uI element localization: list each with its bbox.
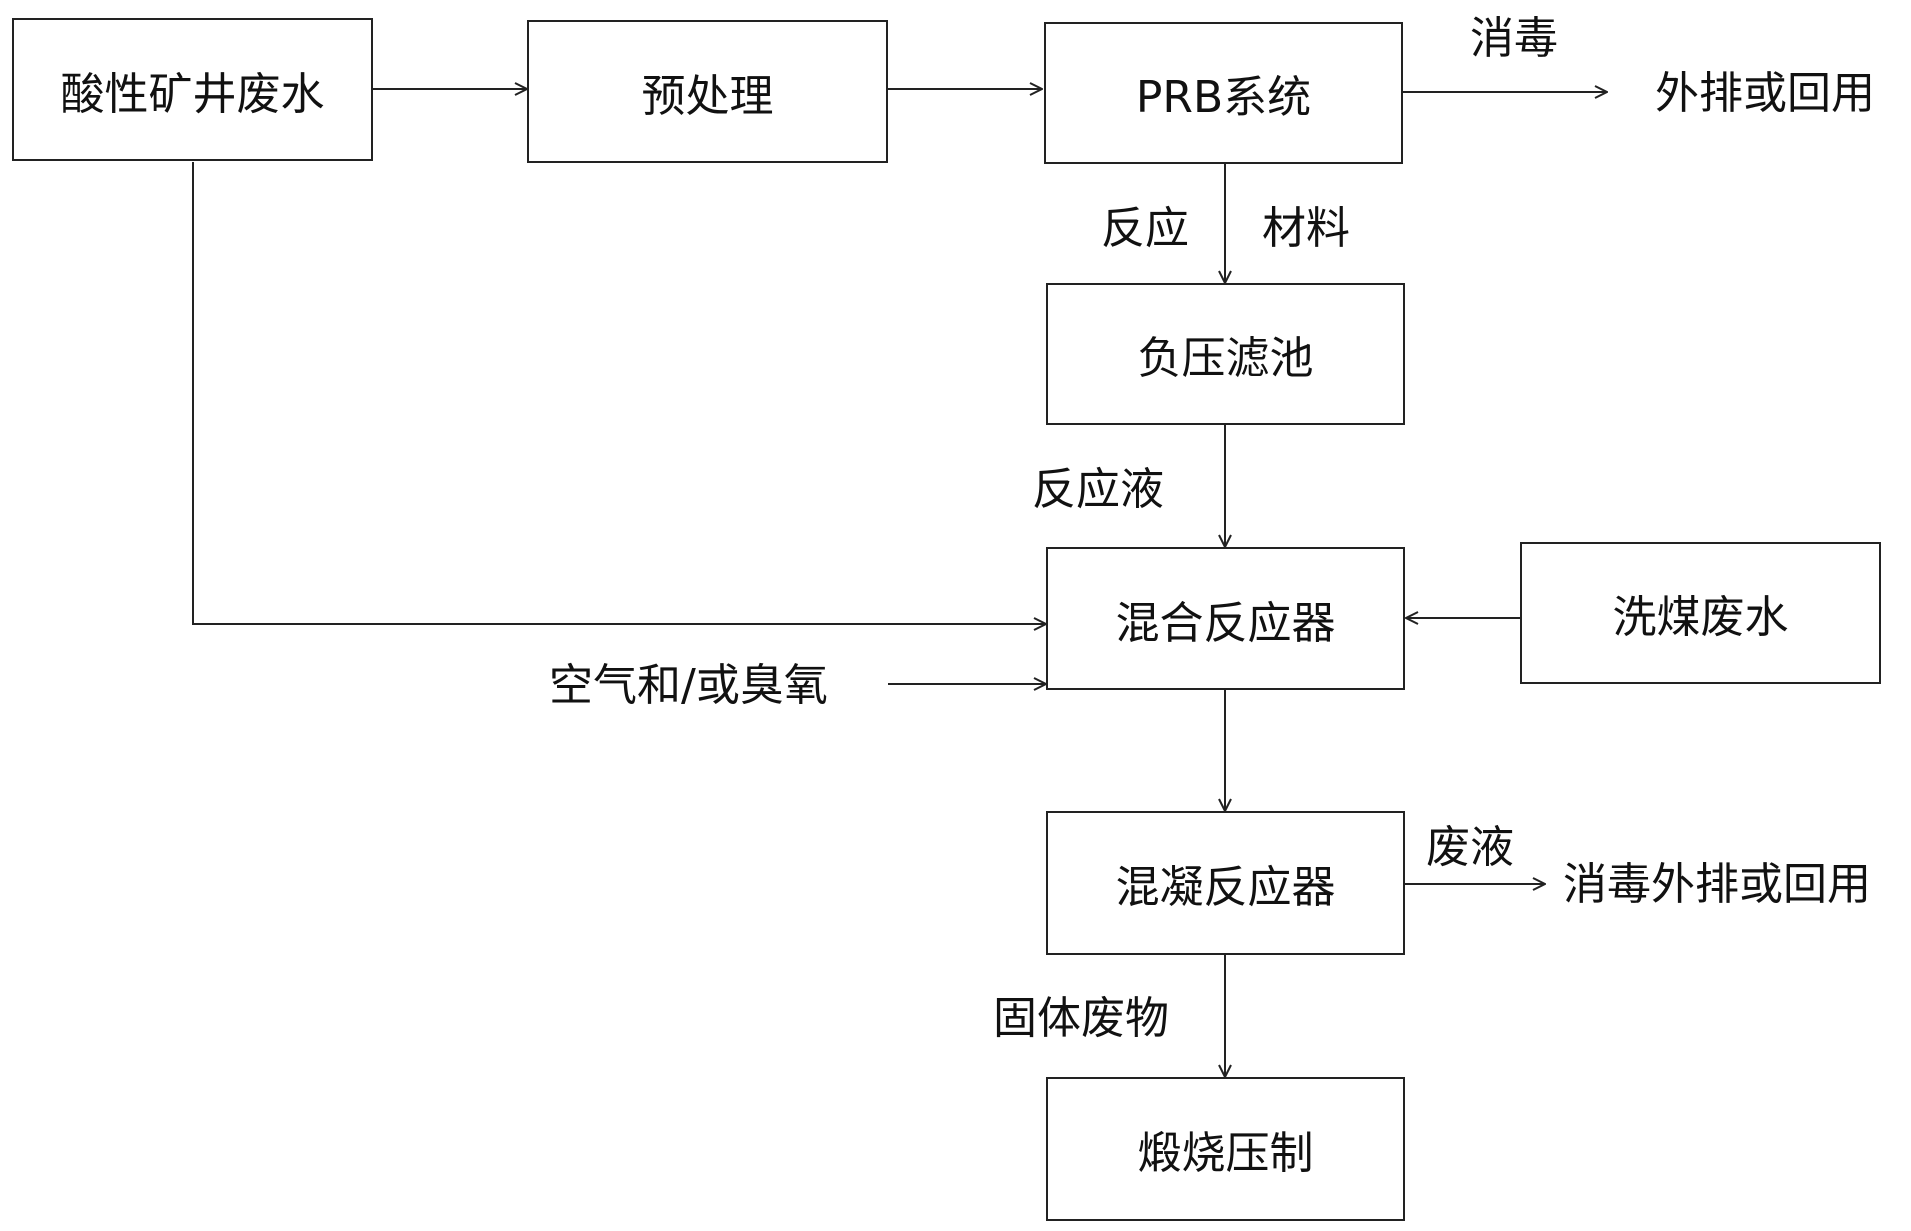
arrow-acid-to-mixing: [192, 162, 1046, 624]
label-reaction-liquid: 反应液: [1032, 464, 1164, 515]
label-waste-liquid: 废液: [1426, 822, 1514, 873]
label-discharge-or-reuse: 外排或回用: [1655, 68, 1875, 119]
node-prb-system: PRB系统: [1044, 22, 1403, 164]
label-disinfect-discharge-reuse: 消毒外排或回用: [1563, 859, 1871, 910]
node-calcination-pressing: 煅烧压制: [1046, 1077, 1405, 1221]
label-solid-waste: 固体废物: [993, 993, 1169, 1044]
node-acid-mine-water: 酸性矿井废水: [12, 18, 373, 161]
node-mixing-reactor: 混合反应器: [1046, 547, 1405, 690]
node-coal-washing-water: 洗煤废水: [1520, 542, 1881, 684]
label-material: 材料: [1262, 203, 1350, 254]
label-disinfect: 消毒: [1470, 13, 1558, 64]
label-air-ozone: 空气和/或臭氧: [549, 660, 828, 711]
node-coagulation-reactor: 混凝反应器: [1046, 811, 1405, 955]
node-negative-pressure-filter: 负压滤池: [1046, 283, 1405, 425]
label-reaction: 反应: [1101, 203, 1189, 254]
node-pretreatment: 预处理: [527, 20, 888, 163]
